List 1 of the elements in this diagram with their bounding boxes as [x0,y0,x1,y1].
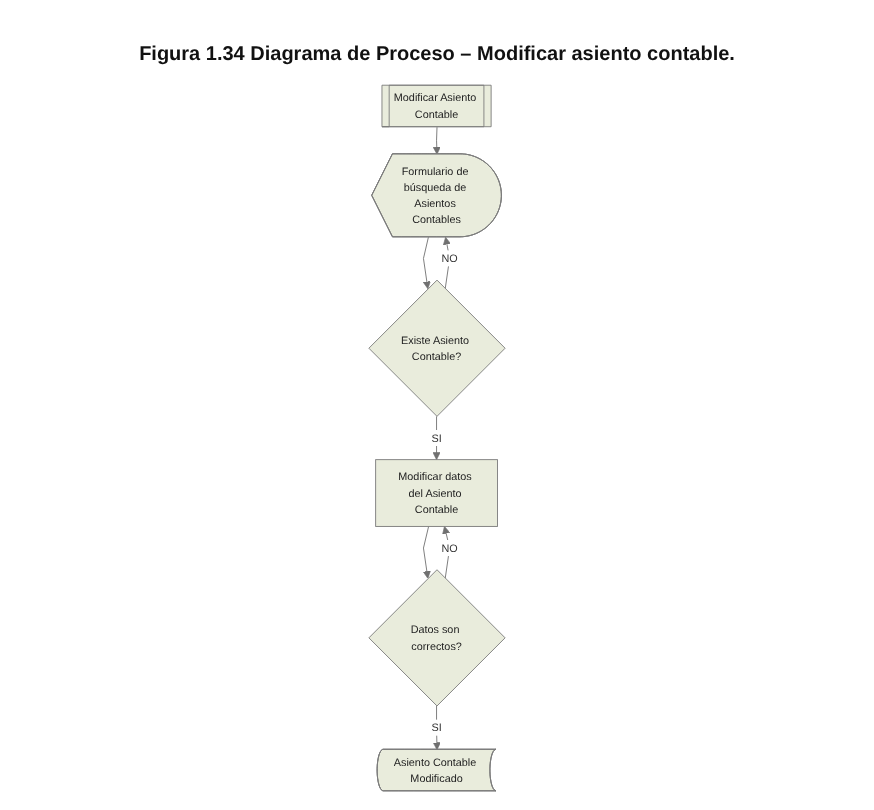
figure-title: Figura 1.34 Diagrama de Proceso – Modificar asiento contable. [137,44,737,66]
